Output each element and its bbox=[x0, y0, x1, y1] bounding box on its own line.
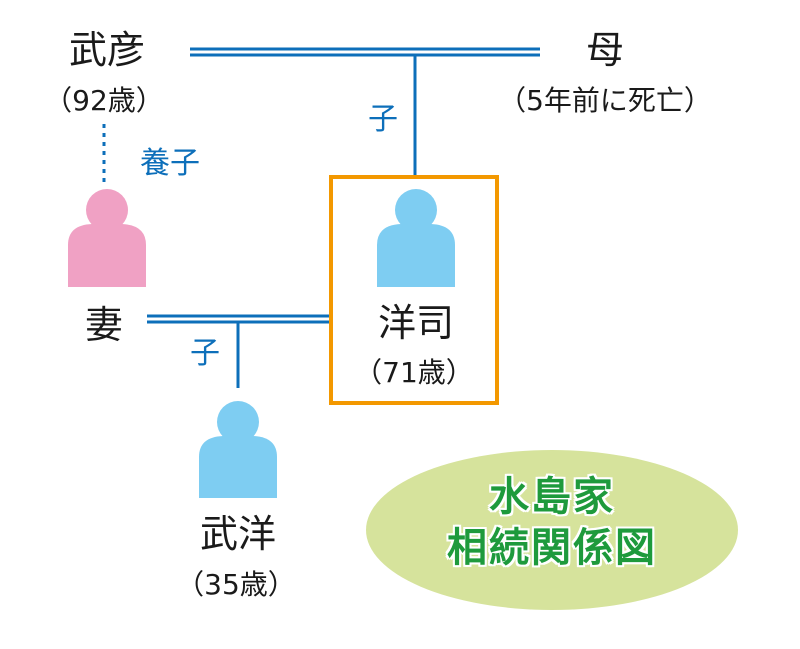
adopted-label: 養子 bbox=[140, 146, 200, 181]
takehiro-age: （35歳） bbox=[176, 568, 296, 601]
mother-age: （5年前に死亡） bbox=[498, 84, 712, 117]
wife-name: 妻 bbox=[84, 303, 124, 347]
yoji-name: 洋司 bbox=[377, 301, 455, 345]
yoji-age: （71歳） bbox=[354, 356, 474, 389]
title-ellipse bbox=[366, 450, 738, 610]
title-line-2: 相続関係図 bbox=[447, 525, 657, 571]
highlight-box bbox=[329, 175, 499, 405]
takehiro-name: 武洋 bbox=[199, 512, 277, 556]
person-icon-takehiro bbox=[199, 401, 277, 498]
person-icon-wife bbox=[68, 189, 146, 287]
takehiko-name: 武彦 bbox=[68, 28, 146, 72]
mother-name: 母 bbox=[585, 28, 625, 72]
title-line-1: 水島家 bbox=[489, 474, 615, 520]
child-label-1: 子 bbox=[368, 102, 398, 137]
takehiko-age: （92歳） bbox=[44, 84, 164, 117]
child-label-2: 子 bbox=[190, 336, 220, 371]
person-icon-yoji bbox=[377, 189, 455, 287]
